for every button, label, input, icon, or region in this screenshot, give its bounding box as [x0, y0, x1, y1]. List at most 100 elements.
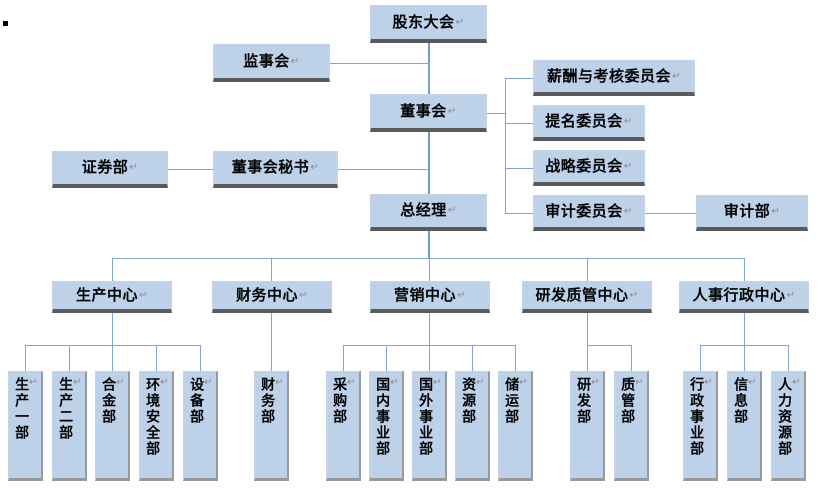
pilcrow-icon: ↵: [299, 289, 308, 301]
connector-hr-center-drop: [744, 312, 745, 345]
connector-to-admin-business-dept: [700, 345, 701, 371]
connector-rnd-center-drop: [587, 312, 588, 345]
connector-to-alloy-dept: [112, 345, 113, 371]
node-label: 财务部: [259, 377, 276, 425]
node-general-manager[interactable]: 总经理↵: [370, 194, 487, 231]
node-label: 董事会: [400, 101, 447, 120]
node-finance-center[interactable]: 财务中心↵: [212, 281, 332, 313]
connector-to-nomination-committee: [505, 123, 533, 124]
node-storage-transport-dept[interactable]: 储运部↵: [498, 371, 533, 481]
node-label: 证券部: [81, 158, 129, 177]
connector-to-purchasing-dept: [343, 345, 344, 371]
node-alloy-dept[interactable]: 合金部↵: [95, 371, 130, 481]
node-label: 合金部: [100, 377, 117, 425]
node-audit-department[interactable]: 审计部↵: [696, 195, 808, 231]
node-label: 研发部: [575, 377, 592, 425]
connector-to-information-dept: [744, 345, 745, 371]
connector-to-production-dept-1: [25, 345, 26, 371]
node-label: 人事行政中心: [692, 285, 786, 304]
connector-bus-to-marketing-center: [429, 258, 430, 282]
connector-main-bus: [112, 258, 744, 259]
pilcrow-icon: ↵: [160, 377, 169, 388]
pilcrow-icon: ↵: [129, 162, 139, 174]
node-purchasing-dept[interactable]: 采购部↵: [326, 371, 361, 481]
node-remuneration-committee[interactable]: 薪酬与考核委员会↵: [533, 60, 695, 96]
connector-to-strategy-committee: [505, 168, 533, 169]
pilcrow-icon: ↵: [204, 377, 213, 388]
connector-supervisors-to-trunk: [330, 63, 429, 64]
connector-bus-to-production-center: [112, 258, 113, 282]
pilcrow-icon: ↵: [139, 289, 148, 301]
node-equipment-dept[interactable]: 设备部↵: [183, 371, 218, 481]
connector-to-equipment-dept: [200, 345, 201, 371]
node-resources-dept[interactable]: 资源部↵: [455, 371, 490, 481]
connector-gm-to-bus: [428, 230, 430, 259]
node-audit-committee[interactable]: 审计委员会↵: [533, 195, 645, 231]
pilcrow-icon: ↵: [447, 205, 457, 217]
pilcrow-icon: ↵: [591, 377, 600, 388]
node-finance-dept[interactable]: 财务部↵: [254, 371, 289, 481]
node-domestic-business-dept[interactable]: 国内事业部↵: [369, 371, 404, 481]
node-human-resources-dept[interactable]: 人力资源部↵: [771, 371, 806, 481]
node-strategy-committee[interactable]: 战略委员会↵: [533, 150, 645, 186]
node-label: 研发质管中心: [535, 285, 629, 304]
node-label: 储运部: [503, 377, 520, 425]
connector-securities-to-secretary: [168, 169, 213, 170]
node-board-of-supervisors[interactable]: 监事会↵: [213, 44, 330, 82]
node-production-dept-2[interactable]: 生产二部↵: [52, 371, 87, 481]
node-quality-control-dept[interactable]: 质管部↵: [614, 371, 649, 481]
node-shareholders-meeting[interactable]: 股东大会↵: [370, 5, 487, 43]
node-label: 信息部: [732, 377, 749, 425]
connector-rnd-sub-bus: [587, 345, 631, 346]
node-label: 生产二部: [57, 377, 74, 441]
connector-bus-to-rnd-center: [587, 258, 588, 282]
node-label: 董事会秘书: [231, 158, 310, 177]
pilcrow-icon: ↵: [623, 115, 633, 127]
connector-production-center-drop: [112, 312, 113, 345]
node-board-secretary[interactable]: 董事会秘书↵: [213, 151, 338, 188]
node-securities-department[interactable]: 证券部↵: [52, 151, 168, 188]
node-hr-admin-center[interactable]: 人事行政中心↵: [679, 281, 809, 313]
pilcrow-icon: ↵: [275, 377, 284, 388]
node-marketing-center[interactable]: 营销中心↵: [370, 281, 490, 313]
connector-supervisors-drop: [429, 63, 430, 97]
pilcrow-icon: ↵: [447, 105, 457, 117]
connector-secretary-to-trunk: [338, 169, 429, 170]
node-label: 采购部: [331, 377, 348, 425]
node-label: 审计委员会: [545, 201, 623, 220]
connector-finance-center-drop: [271, 312, 272, 371]
node-label: 股东大会: [392, 12, 455, 31]
node-label: 财务中心: [236, 285, 299, 304]
connector-to-production-dept-2: [69, 345, 70, 371]
pilcrow-icon: ↵: [771, 205, 781, 217]
node-admin-business-dept[interactable]: 行政事业部↵: [683, 371, 718, 481]
pilcrow-icon: ↵: [290, 55, 300, 67]
connector-to-resources-dept: [472, 345, 473, 371]
pilcrow-icon: ↵: [347, 377, 356, 388]
connector-to-quality-control-dept: [631, 345, 632, 371]
node-label: 提名委员会: [545, 111, 623, 130]
node-production-dept-1[interactable]: 生产一部↵: [8, 371, 43, 481]
connector-to-storage-transport-dept: [515, 345, 516, 371]
node-rnd-quality-center[interactable]: 研发质管中心↵: [522, 281, 652, 313]
node-information-dept[interactable]: 信息部↵: [727, 371, 762, 481]
connector-to-rnd-dept: [587, 345, 588, 371]
pilcrow-icon: ↵: [310, 162, 320, 174]
node-environment-safety-dept[interactable]: 环境安全部↵: [139, 371, 174, 481]
pilcrow-icon: ↵: [457, 289, 466, 301]
node-nomination-committee[interactable]: 提名委员会↵: [533, 105, 645, 141]
node-label: 质管部: [619, 377, 636, 425]
pilcrow-icon: ↵: [29, 377, 38, 388]
connector-to-environment-safety-dept: [156, 345, 157, 371]
connector-to-audit-committee: [505, 213, 533, 214]
connector-marketing-center-drop: [429, 312, 430, 345]
node-board-of-directors[interactable]: 董事会↵: [370, 94, 487, 132]
node-overseas-business-dept[interactable]: 国外事业部↵: [412, 371, 447, 481]
pilcrow-icon: ↵: [519, 377, 528, 388]
pilcrow-icon: ↵: [433, 377, 442, 388]
pilcrow-icon: ↵: [116, 377, 125, 388]
node-label: 环境安全部: [144, 377, 161, 457]
node-label: 生产中心: [76, 285, 139, 304]
node-rnd-dept[interactable]: 研发部↵: [570, 371, 605, 481]
node-production-center[interactable]: 生产中心↵: [52, 281, 172, 313]
